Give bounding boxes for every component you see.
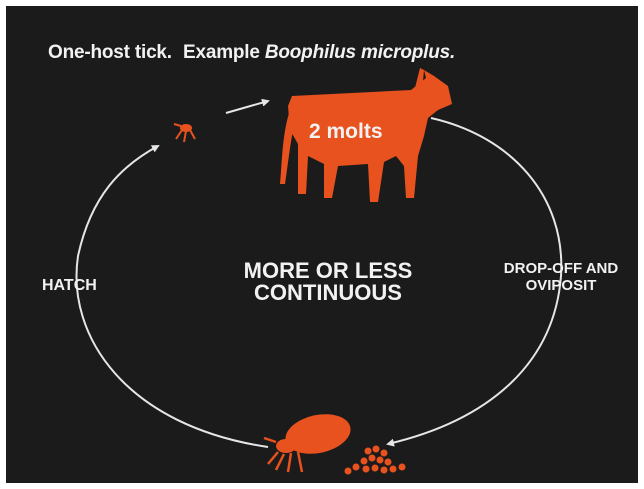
drop-off-label-line-2: OVIPOSIT xyxy=(476,277,638,294)
host-molts-label: 2 molts xyxy=(309,120,383,144)
life-cycle-diagram xyxy=(6,6,638,483)
title-prefix: One-host tick. xyxy=(48,42,172,63)
center-caption-line-2: CONTINUOUS xyxy=(178,282,478,304)
engorged-female-tick-icon xyxy=(264,409,354,472)
hatch-label: HATCH xyxy=(42,277,97,295)
title-example-label: Example xyxy=(183,42,260,63)
slide: One-host tick. Example Boophilus micropl… xyxy=(6,6,638,483)
slide-title: One-host tick. Example Boophilus micropl… xyxy=(48,42,455,64)
center-caption: MORE OR LESS CONTINUOUS xyxy=(178,260,478,304)
center-caption-line-1: MORE OR LESS xyxy=(178,260,478,282)
larva-icon xyxy=(174,124,195,142)
eggs-icon xyxy=(345,446,406,475)
title-species: Boophilus microplus. xyxy=(265,42,455,63)
drop-off-label-line-1: DROP-OFF AND xyxy=(476,260,638,277)
cycle-arc-top xyxy=(226,101,268,113)
drop-off-label: DROP-OFF AND OVIPOSIT xyxy=(476,260,638,294)
